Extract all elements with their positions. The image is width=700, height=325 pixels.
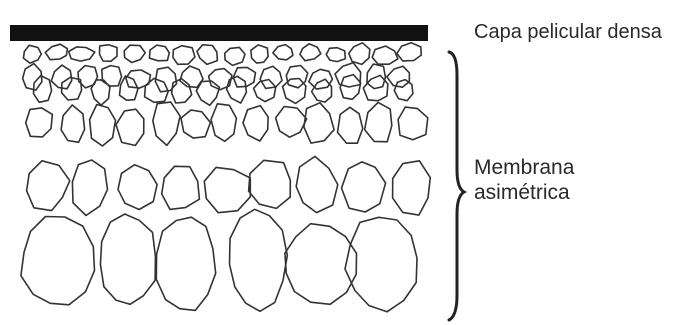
pore-cell-tiny [45, 44, 67, 60]
pore-cell-medium [398, 107, 428, 140]
pore-cell-medium [26, 108, 53, 137]
pore-cell-medium [338, 107, 363, 143]
pore-cell-medium [304, 103, 334, 143]
pore-cell-tiny [124, 45, 145, 62]
membrane-label-line2: asimétrica [474, 180, 574, 205]
pore-cell-medium [211, 104, 236, 142]
pore-cell-large [249, 160, 291, 208]
pore-cell-tiny [23, 45, 41, 63]
pore-cell-tiny [197, 45, 217, 65]
pore-cell-medium [61, 105, 85, 142]
pore-cell-small [254, 80, 276, 102]
pore-cell-small [387, 66, 410, 87]
pore-cell-large [342, 162, 386, 212]
pore-cell-tiny [69, 47, 95, 61]
pore-cell-tiny [251, 45, 268, 63]
pore-cell-large [204, 167, 250, 212]
pore-cell-tiny [173, 46, 195, 65]
pore-cell-tiny [273, 45, 293, 60]
pore-cell-medium [116, 109, 144, 145]
pore-cell-large [393, 161, 431, 215]
pore-cell-small [394, 80, 413, 101]
pore-cell-medium [365, 102, 392, 141]
pore-cell-small [209, 69, 232, 90]
pore-cell-tiny [326, 48, 345, 62]
pore-cell-tiny [149, 45, 169, 61]
pore-cell-small [335, 63, 361, 87]
pore-cell-small [312, 79, 332, 102]
membrane-brace [449, 52, 464, 320]
pore-cell-small [227, 76, 247, 103]
pore-cell-medium [90, 105, 116, 147]
pore-cell-medium [153, 102, 180, 145]
pore-cell-tiny [300, 44, 321, 61]
pore-cell-tiny [397, 43, 421, 61]
pore-cell-tiny [225, 47, 245, 65]
pore-cell-small [309, 69, 333, 89]
pore-cell-xlarge [100, 214, 155, 304]
pore-cell-small [260, 66, 282, 88]
asymmetric-membrane-label: Membrana asimétrica [474, 155, 574, 205]
membrane-label-line1: Membrana [474, 155, 574, 180]
pore-cell-xlarge [156, 217, 215, 310]
porous-substructure [21, 43, 430, 312]
pore-cell-tiny [349, 43, 370, 65]
pore-cell-large [118, 165, 157, 210]
pore-cell-medium [181, 110, 210, 138]
pore-cell-large [162, 166, 200, 209]
pore-cell-large [296, 156, 338, 212]
pore-cell-medium [276, 107, 307, 138]
pore-cell-xlarge [230, 209, 288, 311]
pore-cell-tiny [100, 45, 118, 62]
pore-cell-large [72, 160, 107, 216]
pore-cell-small [283, 79, 306, 104]
pore-cell-medium [243, 106, 268, 141]
dense-layer-label: Capa pelicular densa [474, 20, 662, 45]
pore-cell-small [91, 80, 110, 105]
pore-cell-tiny [372, 46, 398, 64]
dense-skin-layer [10, 25, 428, 41]
pore-cell-xlarge [21, 217, 95, 305]
pore-cell-small [196, 81, 219, 105]
pore-cell-small [102, 66, 122, 87]
pore-cell-large [27, 161, 70, 211]
